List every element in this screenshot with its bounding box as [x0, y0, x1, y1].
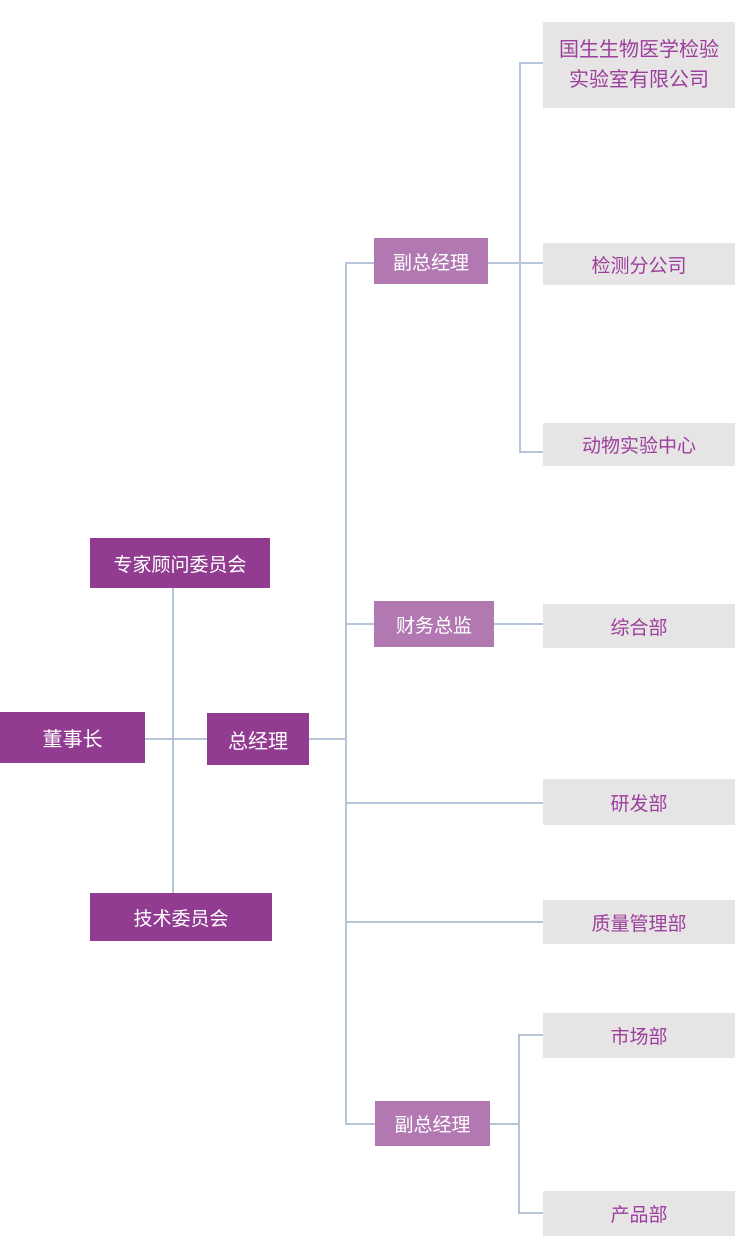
- connector-topright-vertical: [519, 62, 521, 453]
- node-deputy-gm-bottom-label: 副总经理: [394, 1115, 471, 1136]
- node-general-manager-label: 总经理: [228, 730, 288, 753]
- node-quality-dept: 质量管理部: [543, 900, 735, 944]
- node-animal-center-label: 动物实验中心: [581, 436, 696, 457]
- connector-spine-quality-dept: [345, 921, 543, 923]
- node-general-dept: 综合部: [543, 604, 735, 648]
- node-rd-dept-label: 研发部: [610, 793, 668, 815]
- node-lab-company-line1: 国生生物医学检验: [559, 39, 719, 61]
- node-chairman: 董事长: [0, 712, 145, 763]
- node-quality-dept-label: 质量管理部: [591, 913, 687, 935]
- node-product-dept-label: 产品部: [610, 1205, 668, 1226]
- connector-lab-company: [519, 62, 543, 64]
- connector-deputy-testing-branch: [488, 262, 543, 264]
- node-deputy-gm-bottom: 副总经理: [375, 1101, 490, 1146]
- node-lab-company: 国生生物医学检验 实验室有限公司: [543, 22, 735, 108]
- connector-spine-rd-dept: [345, 802, 543, 804]
- node-chairman-label: 董事长: [42, 729, 103, 751]
- node-testing-branch: 检测分公司: [543, 243, 735, 285]
- node-deputy-gm-top: 副总经理: [374, 238, 488, 284]
- node-rd-dept: 研发部: [543, 779, 735, 825]
- connector-marketing-dept: [518, 1034, 543, 1036]
- connector-bottomright-vertical: [518, 1034, 520, 1214]
- node-cfo-label: 财务总监: [395, 615, 472, 637]
- node-marketing-dept-label: 市场部: [610, 1027, 668, 1048]
- node-animal-center: 动物实验中心: [543, 423, 735, 466]
- connector-spine-deputy-top: [345, 262, 375, 264]
- connector-main-spine: [345, 262, 347, 1125]
- node-general-dept-label: 综合部: [610, 617, 668, 639]
- node-cfo: 财务总监: [374, 601, 494, 647]
- connector-chairman-gm: [145, 738, 207, 740]
- connector-committees-vertical: [172, 588, 174, 893]
- node-tech-committee-label: 技术委员会: [133, 908, 229, 930]
- node-product-dept: 产品部: [543, 1191, 735, 1236]
- connector-animal-center: [519, 451, 543, 453]
- connector-deputy-bottom-vertical: [490, 1123, 518, 1125]
- connector-gm-spine: [309, 738, 346, 740]
- connector-spine-deputy-bottom: [345, 1123, 376, 1125]
- connector-product-dept: [518, 1212, 543, 1214]
- connector-spine-cfo: [345, 623, 375, 625]
- node-deputy-gm-top-label: 副总经理: [392, 252, 469, 274]
- node-lab-company-line2: 实验室有限公司: [569, 69, 709, 91]
- node-expert-committee-label: 专家顾问委员会: [113, 554, 247, 576]
- node-tech-committee: 技术委员会: [90, 893, 272, 941]
- node-expert-committee: 专家顾问委员会: [90, 538, 270, 588]
- node-general-manager: 总经理: [207, 713, 309, 765]
- connector-cfo-general-dept: [494, 623, 543, 625]
- node-testing-branch-label: 检测分公司: [591, 255, 687, 277]
- node-marketing-dept: 市场部: [543, 1013, 735, 1058]
